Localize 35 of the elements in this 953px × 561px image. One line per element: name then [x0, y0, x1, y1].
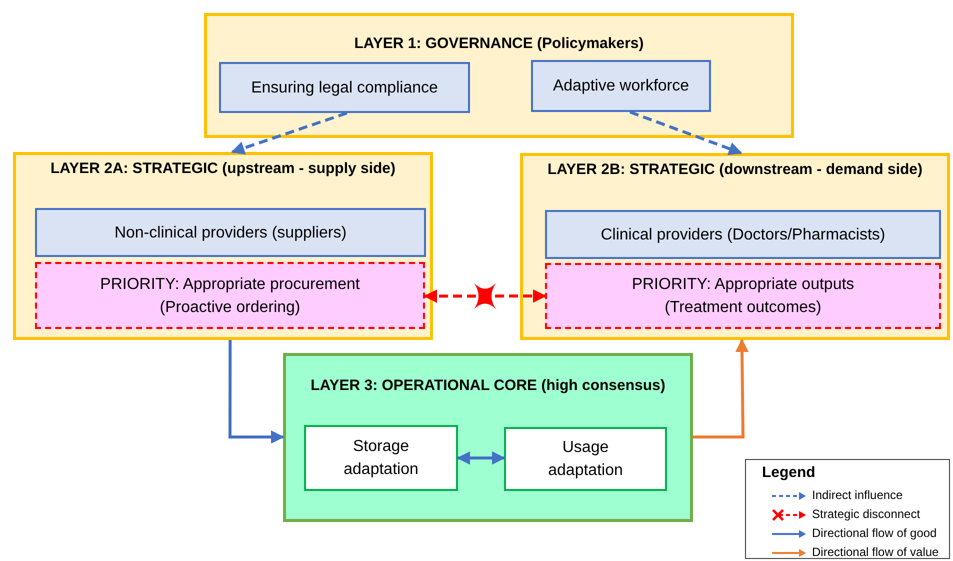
actor-box — [531, 60, 711, 112]
actor-box — [545, 210, 941, 259]
box-text: Adaptive workforce — [552, 76, 690, 96]
layer-panel — [204, 13, 794, 138]
arrow — [230, 112, 348, 154]
box-text: Storage adaptation — [342, 437, 420, 480]
layer-panel — [13, 152, 433, 340]
legend-text: Indirect influence — [812, 488, 903, 502]
legend-text: Directional flow of good — [812, 526, 937, 540]
layer-panel — [283, 353, 693, 522]
legend-text: Directional flow of value — [812, 545, 939, 559]
actor-box — [219, 62, 470, 113]
arrow — [629, 110, 742, 156]
box-text: PRIORITY: Appropriate procurement (Proactive ordering) — [99, 274, 361, 318]
box-text: Non-clinical providers (suppliers) — [113, 223, 348, 243]
arrow — [424, 289, 546, 303]
box-text: Clinical providers (Doctors/Pharmacists) — [600, 225, 886, 245]
process-box — [304, 425, 458, 491]
layer-panel — [520, 153, 950, 340]
legend-title: Legend — [762, 464, 816, 481]
layer-title: LAYER 2B: STRATEGIC (downstream - demand side) — [546, 161, 924, 179]
layer-title: LAYER 2A: STRATEGIC (upstream - supply side) — [49, 160, 397, 178]
arrow — [228, 340, 284, 444]
priority-box — [35, 262, 425, 329]
process-box — [504, 427, 667, 491]
box-text: Usage adaptation — [547, 438, 624, 481]
layer-title: LAYER 3: OPERATIONAL CORE (high consensus) — [310, 377, 666, 395]
box-text: PRIORITY: Appropriate outputs (Treatment outcomes) — [630, 275, 856, 318]
legend-text: Strategic disconnect — [812, 507, 920, 521]
arrow — [456, 451, 506, 465]
actor-box — [35, 208, 426, 257]
layer-title: LAYER 1: GOVERNANCE (Policymakers) — [353, 35, 645, 53]
arrow — [693, 338, 749, 438]
priority-box — [545, 263, 941, 329]
box-text: Ensuring legal compliance — [250, 78, 439, 98]
